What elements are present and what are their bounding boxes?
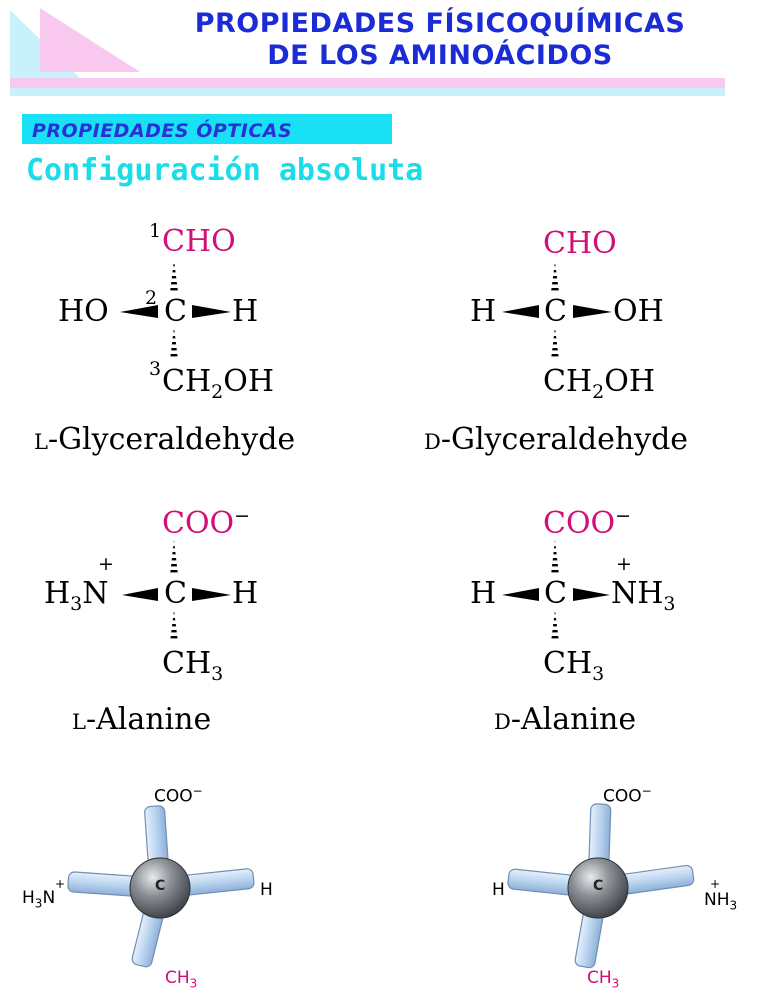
right-substituent: H [232, 294, 259, 329]
aldehyde-group: CHO [543, 226, 617, 261]
carboxylate-group: COO− [162, 505, 251, 541]
amino-group: H3N [44, 576, 109, 615]
methyl-group: CH3 [543, 646, 605, 685]
left-substituent: H [470, 576, 497, 611]
wedge-bond-right [192, 305, 231, 318]
l-glyceraldehyde-bonds [120, 260, 231, 360]
chiral-carbon: C [164, 576, 187, 611]
carboxylate-group: COO− [543, 505, 632, 541]
amino-group: NH3 [611, 576, 676, 615]
methyl-group: CH3 [162, 646, 224, 685]
charge-plus: + [98, 553, 114, 575]
bottom-label: CH3 [165, 968, 198, 991]
carbon-number-2: 2 [145, 287, 158, 309]
d-glyceraldehyde-bonds [502, 262, 612, 360]
right-label: H [260, 880, 273, 900]
charge-plus: + [710, 877, 721, 891]
left-substituent: HO [58, 294, 109, 329]
bottom-label: CH3 [587, 968, 620, 991]
bottom-substituent: CH2OH [162, 364, 274, 403]
caption: L-Glyceraldehyde [34, 422, 296, 457]
subtitle: Configuración absoluta [26, 153, 424, 188]
hash-bond-top [170, 260, 178, 292]
ball-stick-d [507, 803, 695, 969]
wedge-bond-left [120, 305, 158, 318]
caption: D-Alanine [494, 702, 637, 737]
carbon-number-3: 3 [149, 358, 162, 380]
left-label: H3N [22, 888, 56, 911]
section-label: PROPIEDADES ÓPTICAS [32, 120, 293, 142]
caption: D-Glyceraldehyde [424, 422, 689, 457]
right-label: NH3 [704, 890, 738, 913]
chiral-carbon: C [164, 294, 187, 329]
chiral-carbon: C [544, 576, 567, 611]
title-underline-pink [10, 78, 725, 88]
right-substituent: OH [613, 294, 664, 329]
bottom-substituent: CH2OH [543, 364, 655, 403]
charge-plus: + [55, 877, 66, 891]
left-substituent: H [470, 294, 497, 329]
left-label: H [492, 880, 505, 900]
top-label: COO− [154, 784, 203, 807]
page-title: PROPIEDADES FÍSICOQUÍMICAS DE LOS AMINOÁ… [194, 8, 686, 71]
section-banner [22, 114, 392, 144]
d-alanine-bonds [502, 540, 610, 642]
hash-bond-bottom [170, 327, 178, 360]
carbon-number-1: 1 [149, 220, 162, 242]
caption: L-Alanine [72, 702, 212, 737]
aldehyde-group: CHO [162, 224, 236, 259]
title-underline-cyan [10, 88, 725, 96]
right-substituent: H [232, 576, 259, 611]
l-alanine-bonds [122, 540, 231, 642]
charge-plus: + [616, 553, 632, 575]
ball-stick-l [67, 805, 255, 968]
top-label: COO− [603, 784, 652, 807]
center-label: C [155, 878, 166, 894]
carbon-ball [129, 857, 191, 919]
chiral-carbon: C [544, 294, 567, 329]
corner-decoration [10, 8, 140, 78]
center-label: C [593, 878, 604, 894]
